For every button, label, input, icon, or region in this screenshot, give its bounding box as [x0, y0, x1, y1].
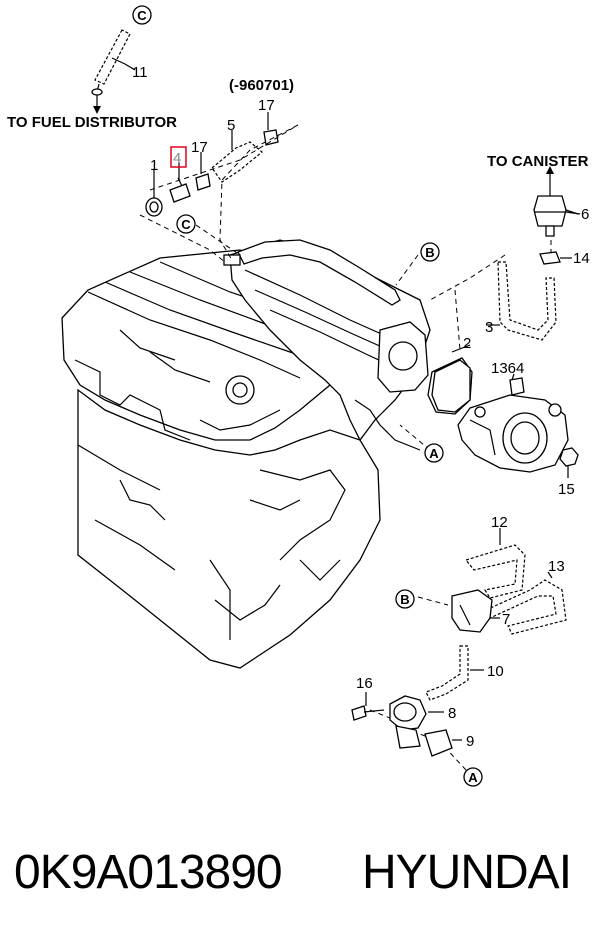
callout-c-top[interactable]: C [132, 5, 152, 25]
part-label-17-top[interactable]: 17 [258, 97, 275, 114]
callout-c-mid-label: C [181, 217, 191, 232]
part-label-12[interactable]: 12 [491, 514, 508, 531]
part-label-4-highlighted[interactable]: 4 [170, 146, 187, 168]
hose-11-drawing [91, 29, 136, 114]
gasket-drawing [431, 359, 471, 413]
part-label-15[interactable]: 15 [558, 481, 575, 498]
brand-name: HYUNDAI [362, 846, 572, 899]
lower-assembly-drawing [351, 544, 567, 757]
callout-c-top-label: C [137, 8, 147, 23]
part-label-17-left[interactable]: 17 [191, 139, 208, 156]
date-code-label: (-960701) [229, 77, 294, 94]
canister-parts-drawing [497, 166, 581, 341]
to-canister-label: TO CANISTER [487, 153, 589, 170]
part-label-8[interactable]: 8 [448, 705, 456, 722]
part-label-2[interactable]: 2 [463, 335, 471, 352]
footer: 0K9A013890 HYUNDAI [0, 845, 611, 915]
callout-b-top-label: B [425, 245, 434, 260]
part-label-16[interactable]: 16 [356, 675, 373, 692]
callout-a-bottom[interactable]: A [463, 767, 483, 787]
part-label-11[interactable]: 11 [132, 64, 148, 81]
part-label-7[interactable]: 7 [502, 611, 510, 628]
part-label-4: 4 [173, 150, 181, 167]
part-leader-lines [451, 209, 579, 671]
engine-drawing [61, 239, 431, 669]
part-number: 0K9A013890 [14, 846, 283, 899]
callout-b-bottom[interactable]: B [395, 589, 415, 609]
part-label-10[interactable]: 10 [487, 663, 504, 680]
part-label-6[interactable]: 6 [581, 206, 589, 223]
callout-a-bottom-label: A [468, 770, 478, 785]
part-label-13[interactable]: 13 [548, 558, 565, 575]
part-label-14[interactable]: 14 [573, 250, 590, 267]
to-fuel-distributor-label: TO FUEL DISTRIBUTOR [7, 114, 177, 131]
part-label-1[interactable]: 1 [150, 157, 158, 174]
callout-b-top[interactable]: B [420, 242, 440, 262]
callout-b-bottom-label: B [400, 592, 409, 607]
part-label-1364[interactable]: 1364 [491, 360, 524, 377]
part-label-9[interactable]: 9 [466, 733, 474, 750]
fitting-cluster-drawing [145, 112, 279, 217]
part-label-5[interactable]: 5 [227, 117, 235, 134]
callout-c-mid[interactable]: C [176, 214, 196, 234]
callout-a-mid-label: A [429, 446, 439, 461]
part-label-3[interactable]: 3 [485, 319, 493, 336]
callout-a-mid[interactable]: A [424, 443, 444, 463]
